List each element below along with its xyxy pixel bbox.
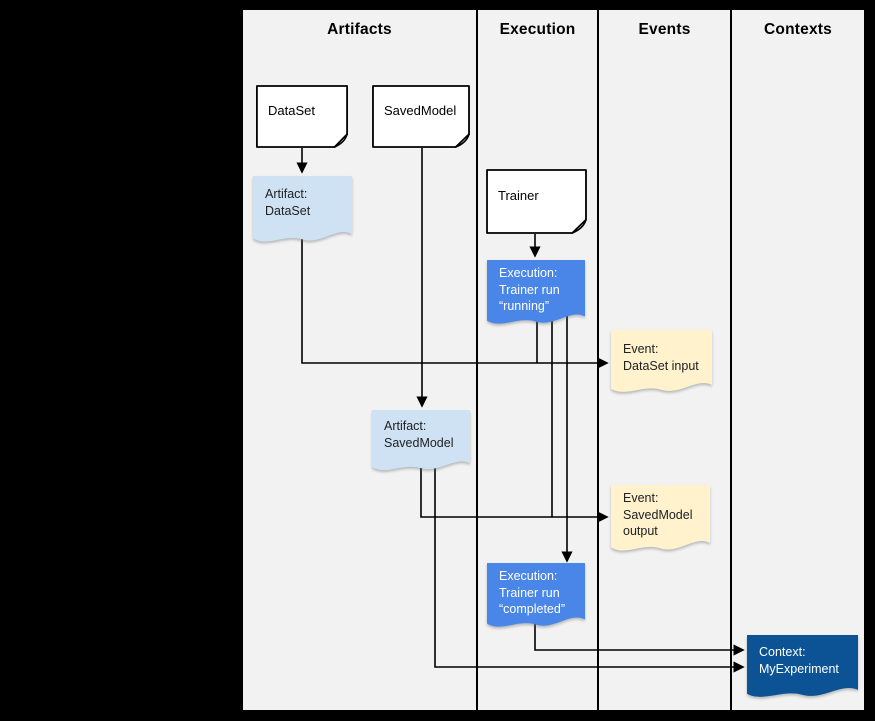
- node-context-myexperiment: Context: MyExperiment: [747, 635, 858, 703]
- column-contexts: Contexts: [730, 10, 864, 710]
- column-header-events: Events: [638, 21, 691, 38]
- node-label-line: Trainer run: [499, 585, 560, 600]
- node-label-line: SavedModel: [384, 435, 454, 450]
- node-event-dataset-input: Event: DataSet input: [611, 330, 712, 398]
- folded-document-shape: [486, 169, 587, 234]
- node-savedmodel: SavedModel: [372, 85, 470, 148]
- folded-document-shape: [256, 85, 348, 148]
- node-label: DataSet: [268, 102, 315, 118]
- node-label-line: DataSet input: [623, 358, 699, 373]
- node-artifact-dataset: Artifact: DataSet: [253, 176, 352, 248]
- node-label-line: Artifact:: [265, 187, 308, 201]
- node-execution-running: Execution: Trainer run “running”: [487, 260, 585, 330]
- node-label-line: DataSet: [265, 203, 311, 218]
- node-execution-completed: Execution: Trainer run “completed”: [487, 563, 585, 633]
- node-label-line: “completed”: [499, 602, 565, 616]
- folded-document-shape: [372, 85, 470, 148]
- node-label: SavedModel: [384, 102, 457, 118]
- node-label-line: Artifact:: [384, 419, 427, 433]
- node-label-line: SavedModel: [623, 507, 693, 522]
- node-label-line: output: [623, 524, 658, 538]
- node-artifact-savedmodel: Artifact: SavedModel: [372, 410, 470, 476]
- column-artifacts: Artifacts: [241, 10, 476, 710]
- node-label-line: “running”: [499, 299, 550, 313]
- node-label-line: Execution:: [499, 266, 558, 280]
- node-label-line: Event:: [623, 342, 659, 356]
- node-label-line: Trainer run: [499, 282, 560, 297]
- node-trainer: Trainer: [486, 169, 587, 234]
- column-header-execution: Execution: [499, 21, 576, 38]
- node-label-line: Execution:: [499, 569, 558, 583]
- node-label-line: MyExperiment: [759, 661, 839, 676]
- column-header-contexts: Contexts: [764, 21, 832, 38]
- node-label: Trainer: [498, 187, 539, 203]
- wave-document-shape: [253, 176, 352, 242]
- wave-document-shape: [372, 410, 470, 471]
- node-label-line: Event:: [623, 491, 659, 505]
- node-label-line: Context:: [759, 645, 806, 659]
- column-header-artifacts: Artifacts: [327, 21, 392, 38]
- wave-document-shape: [611, 330, 712, 392]
- node-dataset: DataSet: [256, 85, 348, 148]
- node-event-savedmodel-output: Event: SavedModel output: [611, 485, 710, 557]
- wave-document-shape: [747, 635, 858, 697]
